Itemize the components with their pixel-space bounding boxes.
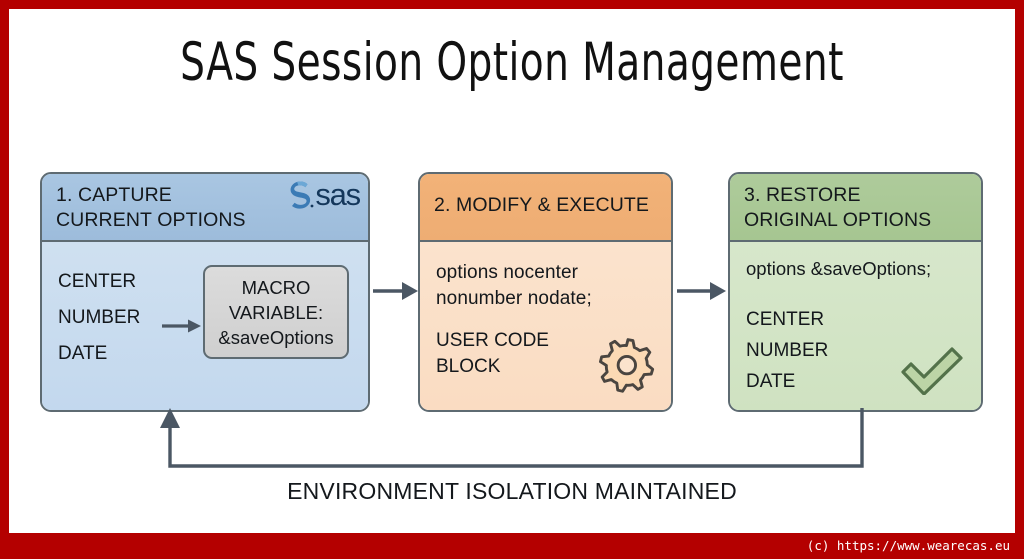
restore-code-snippet: options &saveOptions; (746, 258, 932, 279)
stage-header-restore: 3. RESTORE ORIGINAL OPTIONS (730, 174, 981, 242)
stage-card-modify: 2. MODIFY & EXECUTE options nocenter non… (418, 172, 673, 412)
stage-body-capture: CENTER NUMBER DATE MACRO VARIABLE: &save… (42, 242, 368, 410)
stage-header-label-capture: 1. CAPTURE CURRENT OPTIONS (56, 184, 246, 231)
capture-to-macro-arrow (162, 318, 202, 339)
restored-options-list: CENTER NUMBER DATE (746, 309, 829, 392)
diagram-caption: ENVIRONMENT ISOLATION MAINTAINED (287, 478, 737, 504)
macro-variable-box: MACRO VARIABLE: &saveOptions (203, 265, 349, 359)
frame-border-left (0, 0, 9, 559)
user-code-block-label: USER CODE BLOCK (436, 330, 549, 377)
stage-header-capture: 1. CAPTURE CURRENT OPTIONS sas (42, 174, 368, 242)
stage-header-label-restore: 3. RESTORE ORIGINAL OPTIONS (744, 184, 932, 231)
sas-logo-wordmark: sas (315, 177, 361, 212)
arrow-capture-to-modify (373, 280, 419, 307)
stage-card-restore: 3. RESTORE ORIGINAL OPTIONS options &sav… (728, 172, 983, 412)
check-icon (899, 343, 965, 400)
stage-header-modify: 2. MODIFY & EXECUTE (420, 174, 671, 242)
stage-body-modify: options nocenter nonumber nodate; USER C… (420, 242, 671, 410)
frame-border-top (0, 0, 1024, 9)
captured-options-list: CENTER NUMBER DATE (58, 271, 141, 364)
stage-body-restore: options &saveOptions; CENTER NUMBER DATE (730, 242, 981, 410)
feedback-loop-arrow (150, 408, 890, 483)
sas-swirl-icon (290, 181, 314, 209)
stage-card-capture: 1. CAPTURE CURRENT OPTIONS sas CENTER NU… (40, 172, 370, 412)
gear-icon (599, 335, 657, 398)
sas-logo: sas (287, 177, 361, 212)
modify-code-snippet: options nocenter nonumber nodate; (436, 262, 592, 309)
frame-border-bottom: (c) https://www.wearecas.eu (0, 533, 1024, 559)
page-title: SAS Session Option Management (180, 32, 844, 93)
stage-header-label-modify: 2. MODIFY & EXECUTE (434, 194, 650, 216)
watermark-text: (c) https://www.wearecas.eu (806, 538, 1010, 553)
macro-variable-label: MACRO VARIABLE: &saveOptions (218, 276, 334, 348)
arrow-modify-to-restore (677, 280, 727, 307)
frame-border-right (1015, 0, 1024, 559)
